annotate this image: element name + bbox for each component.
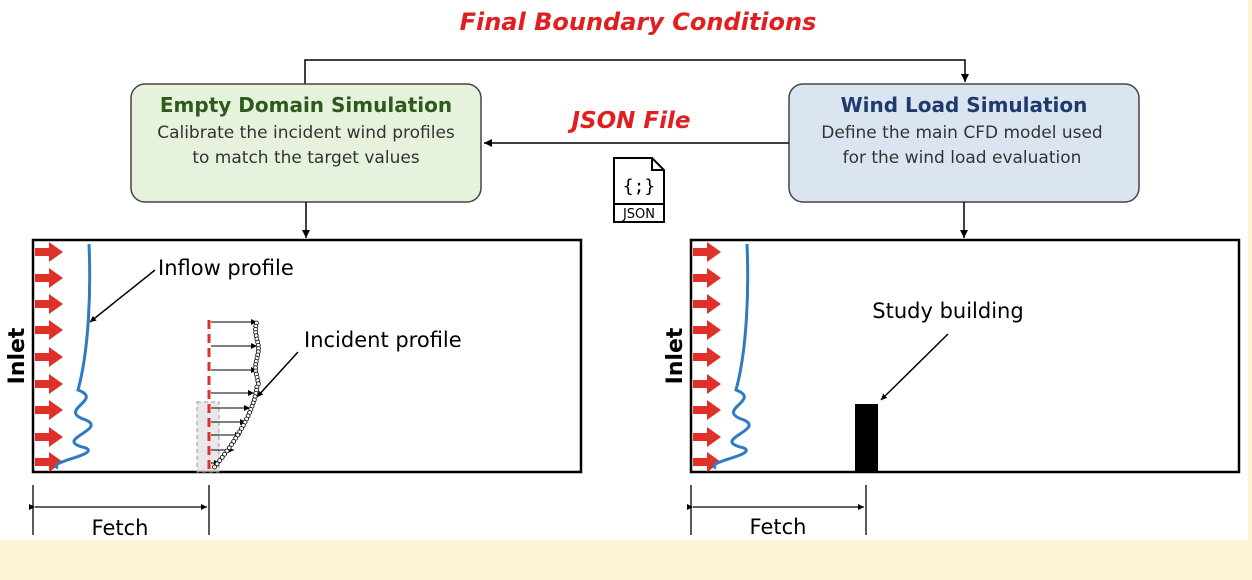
- inflow-profile-curve-right: [712, 243, 751, 470]
- profile-point: [214, 461, 220, 467]
- wind-load-domain-sketch: Study building Inlet Fetch: [663, 238, 1241, 539]
- inlet-arrow: [35, 374, 63, 394]
- study-building-label: Study building: [872, 299, 1023, 323]
- wind-load-desc-2: for the wind load evaluation: [843, 148, 1082, 168]
- wind-load-desc-1: Define the main CFD model used: [821, 123, 1102, 143]
- empty-domain-desc-2: to match the target values: [192, 148, 419, 168]
- inlet-arrow: [35, 347, 63, 367]
- profile-point: [224, 448, 230, 454]
- incident-profile-label: Incident profile: [304, 328, 462, 352]
- profile-point: [217, 458, 223, 464]
- inflow-pointer: [89, 269, 156, 323]
- inlet-arrows-left: [35, 242, 63, 472]
- study-building: [855, 404, 878, 472]
- profile-point: [222, 451, 228, 457]
- inlet-arrow: [35, 242, 63, 262]
- inlet-arrows-right: [693, 242, 721, 472]
- incident-profile-vectors: [211, 319, 257, 466]
- incident-profile-points: [212, 320, 261, 470]
- final-bc-connector: [304, 59, 969, 85]
- inlet-arrow: [693, 400, 721, 420]
- inlet-label-left: Inlet: [5, 327, 30, 384]
- json-file-label: JSON File: [567, 108, 690, 134]
- empty-domain-desc-1: Calibrate the incident wind profiles: [157, 123, 455, 143]
- inlet-arrow: [35, 268, 63, 288]
- empty-domain-sketch: Inflow profile Incident profile Inlet Fe…: [5, 238, 583, 540]
- svg-text:{;}: {;}: [623, 176, 656, 197]
- inlet-arrow: [35, 294, 63, 314]
- inlet-arrow: [693, 294, 721, 314]
- diagram-canvas: Final Boundary Conditions Empty Domain S…: [0, 0, 1252, 540]
- profile-point: [219, 454, 225, 460]
- profile-point: [231, 438, 237, 444]
- svg-text:JSON: JSON: [622, 207, 655, 222]
- profile-point: [212, 464, 217, 470]
- empty-domain-title: Empty Domain Simulation: [160, 93, 452, 117]
- json-file-icon: {;} JSON: [613, 157, 665, 223]
- inlet-arrow: [35, 320, 63, 340]
- inlet-arrow: [693, 347, 721, 367]
- inlet-arrow: [693, 427, 721, 447]
- inlet-arrow: [693, 242, 721, 262]
- inlet-arrow: [693, 374, 721, 394]
- profile-point: [229, 442, 234, 448]
- inlet-arrow: [693, 320, 721, 340]
- fetch-label-left: Fetch: [92, 516, 149, 540]
- wind-load-title: Wind Load Simulation: [841, 93, 1088, 117]
- inflow-profile-curve: [54, 243, 93, 470]
- inlet-label-right: Inlet: [663, 327, 688, 384]
- fetch-label-right: Fetch: [750, 515, 807, 539]
- diagram-title: Final Boundary Conditions: [460, 8, 817, 36]
- inlet-arrow: [35, 400, 63, 420]
- workflow-diagram: Final Boundary Conditions Empty Domain S…: [5, 8, 1241, 540]
- inlet-arrow: [35, 427, 63, 447]
- inlet-arrow: [693, 268, 721, 288]
- inflow-profile-label: Inflow profile: [158, 256, 294, 280]
- profile-point: [226, 445, 232, 451]
- building-pointer: [880, 333, 949, 401]
- incident-pointer: [256, 351, 299, 398]
